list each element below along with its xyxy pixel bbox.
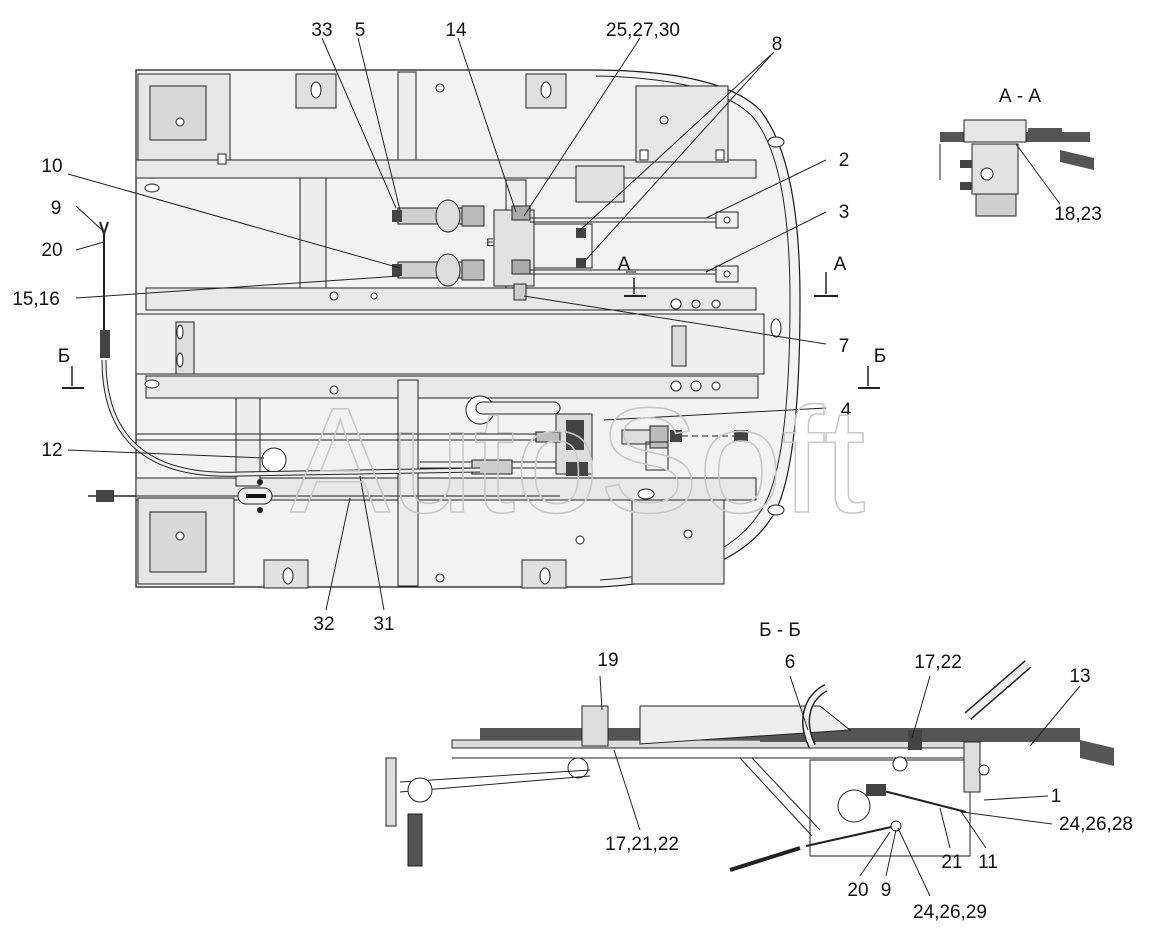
callout-17-21-22: 17,21,22 (605, 834, 679, 855)
callout-9-section: 9 (881, 880, 892, 901)
callout-33: 33 (311, 20, 332, 41)
watermark-text: AutoSoft (290, 376, 865, 544)
corner-brackets (137, 73, 729, 589)
callout-25-27-30: 25,27,30 (606, 20, 680, 41)
section-titles: А - А Б - Б А А Б Б E (58, 86, 1042, 641)
callout-5: 5 (355, 20, 366, 41)
parking-brake-cable (99, 221, 481, 477)
callout-labels: 33 5 14 25,27,30 8 10 9 20 15,16 2 3 7 4… (12, 20, 1133, 923)
callout-1: 1 (1051, 786, 1062, 807)
section-mark-b-left: Б (58, 346, 70, 367)
callout-17-22: 17,22 (914, 652, 962, 673)
section-a-a-view (939, 119, 1094, 217)
callout-21: 21 (941, 852, 962, 873)
callout-4: 4 (841, 400, 852, 421)
callout-24-26-28: 24,26,28 (1059, 814, 1133, 835)
brake-master-cylinders (392, 199, 739, 301)
section-mark-a-left: А (618, 254, 631, 275)
callout-14: 14 (445, 20, 467, 41)
callout-32: 32 (313, 614, 334, 635)
callout-15-16: 15,16 (12, 289, 60, 310)
callout-24-26-29: 24,26,29 (913, 902, 987, 923)
callout-10: 10 (41, 156, 62, 177)
callout-6: 6 (785, 652, 796, 673)
section-b-b-title: Б - Б (759, 620, 801, 641)
callout-11: 11 (978, 852, 998, 873)
callout-31: 31 (373, 614, 394, 635)
callout-20-section: 20 (847, 880, 868, 901)
section-a-a-title: А - А (999, 86, 1042, 107)
lower-control-assembly (88, 401, 748, 513)
section-mark-a-right: А (834, 254, 847, 275)
floor-plan-view (62, 69, 880, 589)
callout-18-23: 18,23 (1054, 204, 1102, 225)
callout-12: 12 (41, 440, 62, 461)
callout-9: 9 (51, 198, 62, 219)
section-markers (62, 271, 880, 389)
holes-and-slots (144, 81, 785, 585)
callout-13: 13 (1069, 666, 1090, 687)
callout-20: 20 (41, 240, 62, 261)
section-b-b-view (385, 660, 1114, 872)
callout-8: 8 (772, 34, 783, 55)
callout-3: 3 (839, 202, 850, 223)
callout-19: 19 (597, 650, 618, 671)
section-mark-b-right: Б (874, 346, 886, 367)
view-mark-e: E (486, 237, 493, 249)
callout-7: 7 (839, 336, 850, 357)
leader-lines (67, 37, 1081, 897)
callout-2: 2 (839, 150, 850, 171)
